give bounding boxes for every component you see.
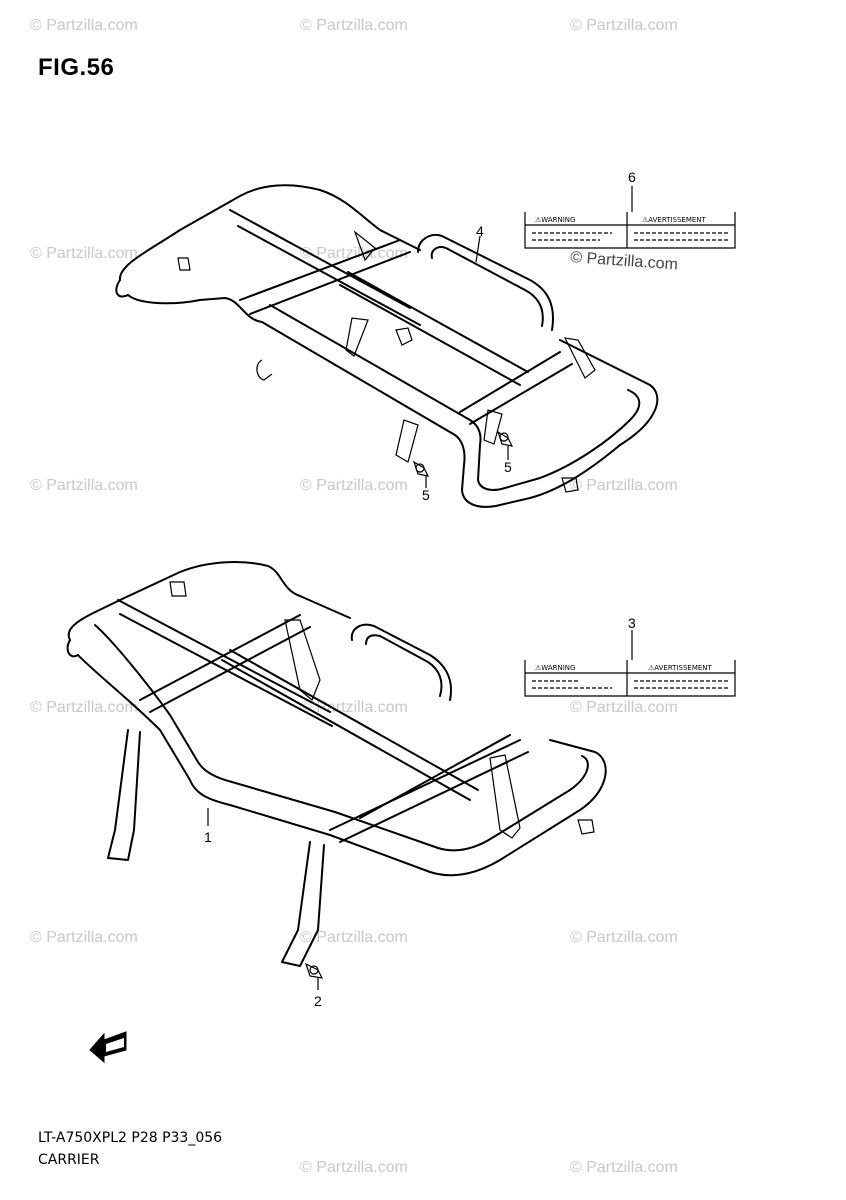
watermark: © Partzilla.com	[30, 17, 138, 34]
watermark: © Partzilla.com	[570, 477, 678, 494]
watermark: © Partzilla.com	[570, 17, 678, 34]
avertissement-text: ⚠AVERTISSEMENT	[648, 664, 713, 672]
figure-title: FIG.56	[38, 54, 115, 81]
fwd-arrow-icon	[89, 1031, 127, 1064]
watermark: © Partzilla.com	[300, 699, 408, 716]
callout-2: 2	[314, 993, 322, 1009]
watermark: © Partzilla.com	[570, 1159, 678, 1176]
watermark: © Partzilla.com	[300, 929, 408, 946]
bolt-5a	[412, 460, 430, 477]
warning-label-3: ⚠WARNING ⚠AVERTISSEMENT	[524, 630, 736, 697]
watermark: © Partzilla.com	[30, 699, 138, 716]
warning-text: ⚠WARNING	[535, 664, 575, 672]
figure-name: CARRIER	[38, 1152, 100, 1168]
watermark: © Partzilla.com	[30, 929, 138, 946]
watermark: © Partzilla.com	[30, 477, 138, 494]
callout-3: 3	[628, 615, 636, 631]
watermark: © Partzilla.com	[570, 699, 678, 716]
callout-1: 1	[204, 829, 212, 845]
bolt-2	[304, 962, 324, 979]
rear-carrier	[115, 184, 659, 508]
watermark: © Partzilla.com	[300, 1159, 408, 1176]
watermark: © Partzilla.com	[300, 477, 408, 494]
front-carrier	[66, 561, 607, 990]
watermark: © Partzilla.com	[570, 249, 679, 273]
avertissement-text: ⚠AVERTISSEMENT	[642, 216, 707, 224]
warning-label-6: ⚠WARNING ⚠AVERTISSEMENT	[524, 186, 736, 249]
callout-6: 6	[628, 169, 636, 185]
watermark: © Partzilla.com	[30, 245, 138, 262]
watermark: © Partzilla.com	[300, 245, 408, 262]
callout-4: 4	[476, 223, 484, 239]
watermark: © Partzilla.com	[570, 929, 678, 946]
callout-5: 5	[422, 487, 430, 503]
watermark: © Partzilla.com	[300, 17, 408, 34]
bolt-5b	[496, 430, 514, 447]
callout-5: 5	[504, 459, 512, 475]
warning-text: ⚠WARNING	[535, 216, 575, 224]
figure-code: LT-A750XPL2 P28 P33_056	[38, 1130, 223, 1146]
